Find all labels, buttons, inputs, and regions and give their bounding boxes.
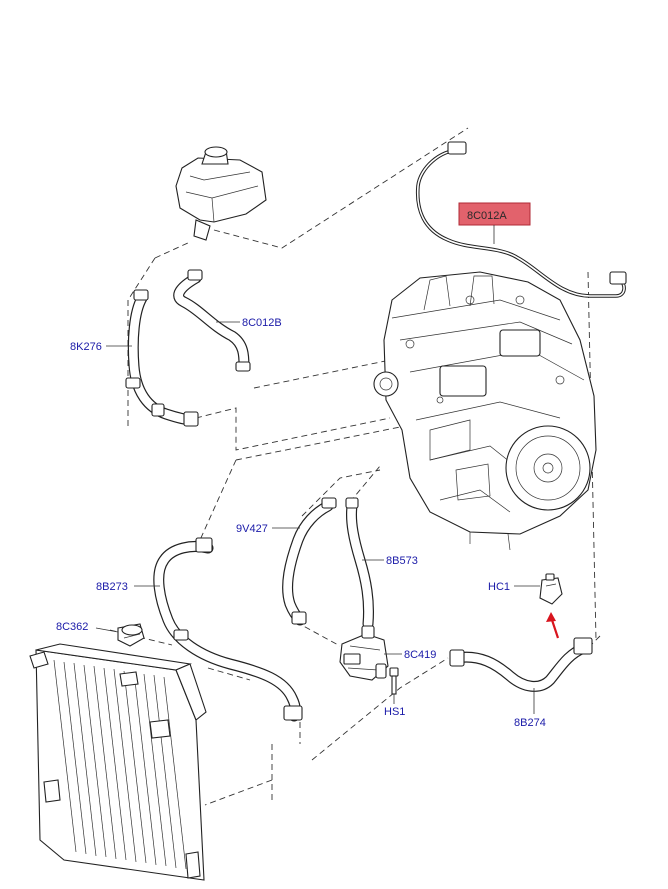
hose-9V427[interactable] (282, 497, 337, 626)
arrow-indicator (546, 612, 560, 639)
hose-8C012B[interactable] (173, 269, 251, 372)
callout-8B273[interactable]: 8B273 (96, 581, 128, 593)
hose-8B573[interactable] (345, 497, 374, 630)
bolt-HS1[interactable] (389, 667, 399, 695)
engine-assembly (373, 271, 597, 551)
callout-8B274[interactable]: 8B274 (514, 717, 546, 729)
clip-HC1[interactable] (539, 573, 563, 605)
hose-8K276[interactable] (125, 289, 199, 427)
callout-8C419[interactable]: 8C419 (404, 649, 436, 661)
expansion-tank[interactable] (175, 146, 267, 241)
callout-8K276[interactable]: 8K276 (70, 341, 102, 353)
callout-8C012A[interactable]: 8C012A (467, 210, 507, 222)
pump-8C419[interactable] (339, 625, 389, 681)
hose-8B273[interactable] (153, 537, 303, 722)
hose-8B274[interactable] (449, 637, 593, 692)
wire-8C012A[interactable] (415, 141, 627, 298)
radiator (29, 643, 207, 881)
dashed-assembly-lines (109, 127, 601, 806)
highlight-box-8C012A[interactable] (458, 202, 531, 226)
callout-9V427[interactable]: 9V427 (236, 523, 268, 535)
callout-HC1[interactable]: HC1 (488, 581, 510, 593)
callout-8C012B[interactable]: 8C012B (242, 317, 282, 329)
leader-8C362 (95, 627, 119, 633)
callout-8B573[interactable]: 8B573 (386, 555, 418, 567)
callout-8C362[interactable]: 8C362 (56, 621, 88, 633)
cap-8C362[interactable] (117, 623, 145, 647)
callout-HS1[interactable]: HS1 (384, 706, 405, 718)
